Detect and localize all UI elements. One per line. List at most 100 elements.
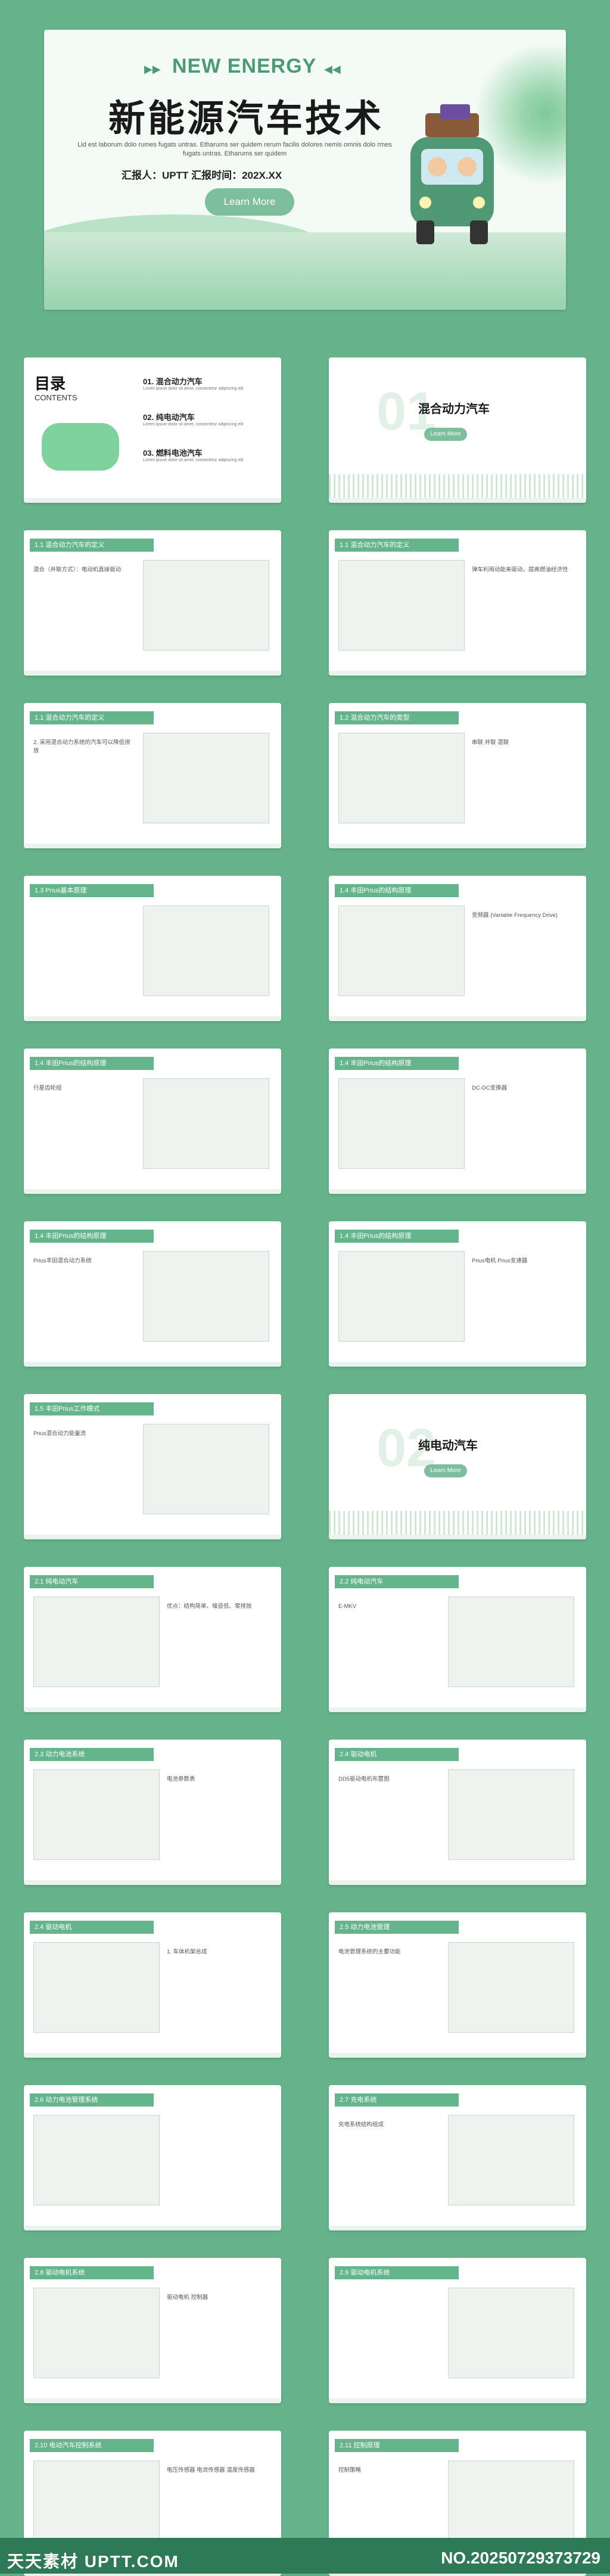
slide-heading: 2.4 驱动电机 (335, 1748, 459, 1761)
slide-text: Prius混合动力能量流 (33, 1430, 86, 1437)
toc-item-3[interactable]: 03. 燃料电池汽车 (143, 449, 203, 458)
slide-heading: 2.7 充电系统 (335, 2093, 459, 2107)
content-slide: 2.7 充电系统充电系统结构组成 (329, 2085, 586, 2230)
toc-item-1-desc: Lorem ipsum dolor sit amet, consectetur … (143, 387, 244, 391)
slide-heading: 1.4 丰田Prius的结构原理 (335, 1230, 459, 1243)
slide-text: 优点：结构简单、噪音低、零排放 (167, 1603, 252, 1610)
toc-item-2-desc: Lorem ipsum dolor sit amet, consectetur … (143, 422, 244, 427)
slide-heading: 2.6 动力电池管理系统 (30, 2093, 154, 2107)
slide-heading: 2.1 纯电动汽车 (30, 1575, 154, 1588)
slide-text: 1. 车体机架总成 (167, 1949, 207, 1955)
content-slide: 2.1 纯电动汽车优点：结构简单、噪音低、零排放 (24, 1567, 281, 1712)
slide-text: 2. 采用混合动力系统的汽车可以降低排放 (33, 739, 130, 754)
slide-footer (329, 2226, 586, 2230)
cover-kicker: NEW ENERGY (172, 55, 317, 77)
slide-heading: 2.11 控制原理 (335, 2439, 459, 2452)
learn-more-button[interactable]: Learn More (205, 188, 294, 216)
slide-image (33, 2288, 160, 2378)
learn-more-button[interactable]: Learn More (424, 428, 467, 441)
slide-heading: 1.5 丰田Prius工作模式 (30, 1402, 154, 1415)
toc-item-1[interactable]: 01. 混合动力汽车 (143, 377, 203, 386)
slide-heading: 1.1 混合动力汽车的定义 (30, 711, 154, 724)
slide-image (33, 2460, 160, 2551)
slide-footer (329, 1362, 586, 1367)
slide-image (33, 1597, 160, 1687)
slide-heading: 1.1 混合动力汽车的定义 (335, 539, 459, 552)
slide-image (143, 733, 269, 823)
slide-image (33, 1942, 160, 2033)
slide-footer (329, 498, 586, 503)
slide-footer (24, 671, 281, 676)
slide-footer (329, 1189, 586, 1194)
cover-reporter: 汇报人：UPTT 汇报时间：202X.XX (122, 170, 282, 181)
slide-image (448, 1597, 574, 1687)
slide-image (448, 2115, 574, 2205)
slide-heading: 1.4 丰田Prius的结构原理 (30, 1057, 154, 1070)
slide-text: 弹车利用动能来驱动，提高燃油经济性 (472, 567, 568, 573)
section-01-slide: 01 混合动力汽车 Learn More (329, 357, 586, 503)
slide-footer (329, 2398, 586, 2403)
cover-title: 新能源汽车技术 (108, 98, 384, 139)
slide-text: DC-DC变换器 (472, 1085, 508, 1091)
slide-heading: 2.3 动力电池系统 (30, 1748, 154, 1761)
ev-charging-illustration (42, 423, 119, 471)
slide-footer (329, 1016, 586, 1021)
content-slide: 1.5 丰田Prius工作模式 Prius混合动力能量流 (24, 1394, 281, 1539)
slide-footer (24, 2398, 281, 2403)
slide-heading: 1.4 丰田Prius的结构原理 (335, 1057, 459, 1070)
section-title: 纯电动汽车 (418, 1439, 478, 1452)
watermark-bar (0, 2538, 610, 2574)
toc-subtitle: CONTENTS (35, 393, 77, 402)
slide-image (338, 733, 465, 823)
slide-image (143, 560, 269, 651)
slide-image (143, 1251, 269, 1342)
section-title: 混合动力汽车 (418, 403, 490, 416)
slide-heading: 1.2 混合动力汽车的类型 (335, 711, 459, 724)
content-slide: 1.1 混合动力汽车的定义混合（并联方式）：电动机直接驱动 (24, 530, 281, 676)
slide-text: 变频器 (Variable Frequency Drive) (472, 912, 558, 919)
content-slide: 2.3 动力电池系统电池参数表 (24, 1740, 281, 1885)
cover-lorem: Lid est laborum dolo rumes fugats untras… (77, 141, 392, 157)
slide-image (448, 2460, 574, 2551)
slide-text: 串联 并联 混联 (472, 739, 509, 746)
content-slide: 1.1 混合动力汽车的定义 2. 采用混合动力系统的汽车可以降低排放 (24, 703, 281, 848)
slide-text: 控制策略 (338, 2467, 362, 2474)
section-02-slide: 02 纯电动汽车 Learn More (329, 1394, 586, 1539)
slide-image (143, 906, 269, 996)
slide-image (143, 1424, 269, 1514)
slide-footer (24, 498, 281, 503)
chevron-right-icon: ▶▶ (144, 63, 161, 75)
slide-heading: 1.4 丰田Prius的结构原理 (30, 1230, 154, 1243)
content-slide: 2.6 动力电池管理系统 (24, 2085, 281, 2230)
content-slide: 2.8 驱动电机系统驱动电机 控制器 (24, 2258, 281, 2403)
slide-text: Prius丰田混合动力系统 (33, 1258, 92, 1264)
slide-footer (24, 1880, 281, 1885)
slide-heading: 1.3 Prius基本原理 (30, 884, 154, 897)
slide-heading: 1.1 混合动力汽车的定义 (30, 539, 154, 552)
slide-text: 电池参数表 (167, 1776, 195, 1782)
slide-heading: 2.5 动力电池管理 (335, 1921, 459, 1934)
toc-item-3-desc: Lorem ipsum dolor sit amet, consectetur … (143, 458, 244, 462)
cover-slide: ▶▶ NEW ENERGY ◀◀ 新能源汽车技术 Lid est laborum… (44, 30, 566, 310)
slide-footer (24, 2226, 281, 2230)
learn-more-button[interactable]: Learn More (424, 1464, 467, 1477)
content-slide: 1.4 丰田Prius的结构原理变频器 (Variable Frequency … (329, 876, 586, 1021)
grass-decoration (329, 1511, 586, 1535)
toc-item-2[interactable]: 02. 纯电动汽车 (143, 413, 195, 422)
slide-footer (24, 1707, 281, 1712)
slide-footer (24, 1189, 281, 1194)
slide-heading: 2.10 电动汽车控制系统 (30, 2439, 154, 2452)
slide-text: 驱动电机 控制器 (167, 2294, 208, 2301)
slide-image (448, 1942, 574, 2033)
watermark-site: 天天素材 UPTT.COM (7, 2552, 179, 2571)
slide-text: 电压传感器 电流传感器 温度传感器 (167, 2467, 255, 2474)
slide-footer (329, 1880, 586, 1885)
slide-text: Prius电机 Prius变速器 (472, 1258, 528, 1264)
slide-image (338, 906, 465, 996)
content-slide: 2.9 驱动电机系统 (329, 2258, 586, 2403)
content-slide: 1.2 混合动力汽车的类型串联 并联 混联 (329, 703, 586, 848)
slide-image (338, 560, 465, 651)
